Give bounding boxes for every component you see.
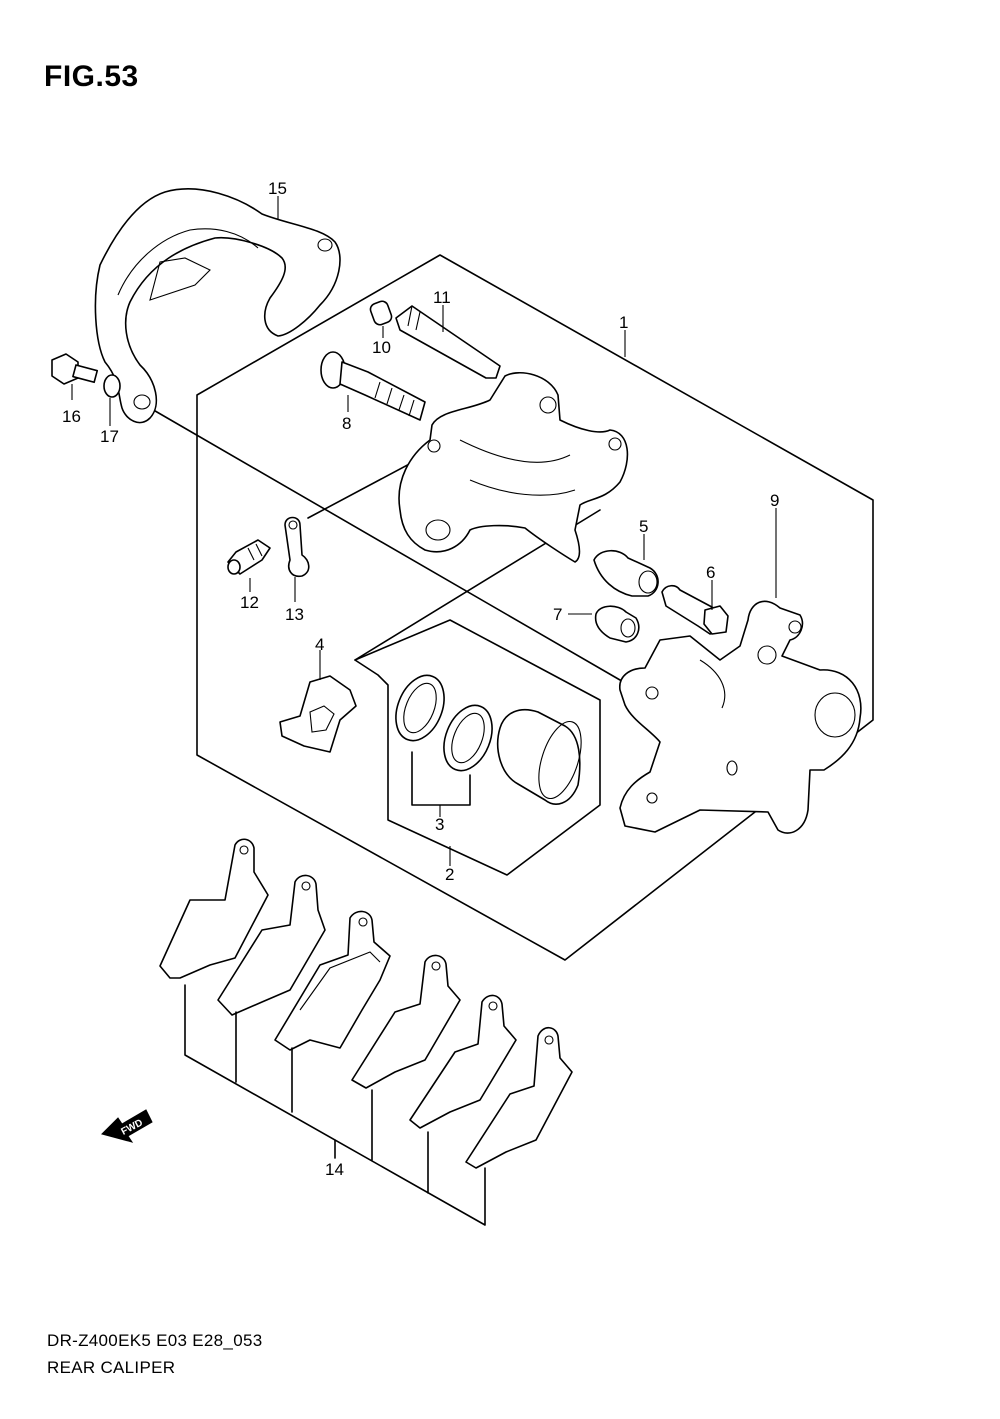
callout-14: 14 bbox=[325, 1160, 344, 1179]
seal-bracket-3 bbox=[411, 751, 471, 806]
callouts: 1 2 3 4 5 6 7 8 9 10 11 12 13 14 15 16 1… bbox=[62, 179, 779, 1179]
plug-cap-10 bbox=[369, 300, 393, 326]
callout-1: 1 bbox=[619, 313, 628, 332]
figure-title: FIG.53 bbox=[44, 60, 139, 93]
callout-5: 5 bbox=[639, 517, 648, 536]
bleeder-valve-12 bbox=[227, 539, 271, 575]
boot-7 bbox=[594, 605, 640, 643]
callout-8: 8 bbox=[342, 414, 351, 433]
callout-11: 11 bbox=[433, 288, 451, 307]
sleeve-5 bbox=[593, 549, 659, 597]
callout-2: 2 bbox=[445, 865, 454, 884]
slide-pin-11 bbox=[395, 305, 501, 379]
callout-6: 6 bbox=[706, 563, 715, 582]
assembly-frame-1 bbox=[196, 254, 874, 961]
piston-group-frame-2 bbox=[354, 619, 601, 876]
guard-bracket-15 bbox=[94, 188, 341, 424]
bolt-16 bbox=[51, 353, 99, 385]
callout-13: 13 bbox=[285, 605, 304, 624]
callout-17: 17 bbox=[100, 427, 119, 446]
pad-spring-4 bbox=[279, 675, 357, 753]
callout-leaders bbox=[71, 196, 777, 866]
washer-17 bbox=[103, 374, 121, 398]
callout-10: 10 bbox=[372, 338, 391, 357]
callout-7: 7 bbox=[553, 605, 562, 624]
piston bbox=[496, 708, 582, 805]
piston-seals-3 bbox=[395, 674, 493, 772]
pin-bolt-8 bbox=[320, 351, 426, 421]
caliper-holder-9 bbox=[619, 600, 862, 834]
diagram-caption: REAR CALIPER bbox=[47, 1358, 176, 1377]
axis-line-a bbox=[149, 407, 621, 681]
fwd-label: FWD bbox=[120, 1117, 145, 1137]
callout-4: 4 bbox=[315, 635, 324, 654]
callout-9: 9 bbox=[770, 491, 779, 510]
bleeder-cap-13 bbox=[284, 516, 310, 578]
caliper-body bbox=[398, 372, 629, 563]
callout-3: 3 bbox=[435, 815, 444, 834]
callout-16: 16 bbox=[62, 407, 81, 426]
callout-15: 15 bbox=[268, 179, 287, 198]
bolt-6 bbox=[661, 584, 729, 635]
forward-arrow-icon: FWD bbox=[101, 1109, 153, 1143]
callout-12: 12 bbox=[240, 593, 259, 612]
diagram-code: DR-Z400EK5 E03 E28_053 bbox=[47, 1331, 263, 1350]
brake-pads-14 bbox=[159, 838, 573, 1226]
